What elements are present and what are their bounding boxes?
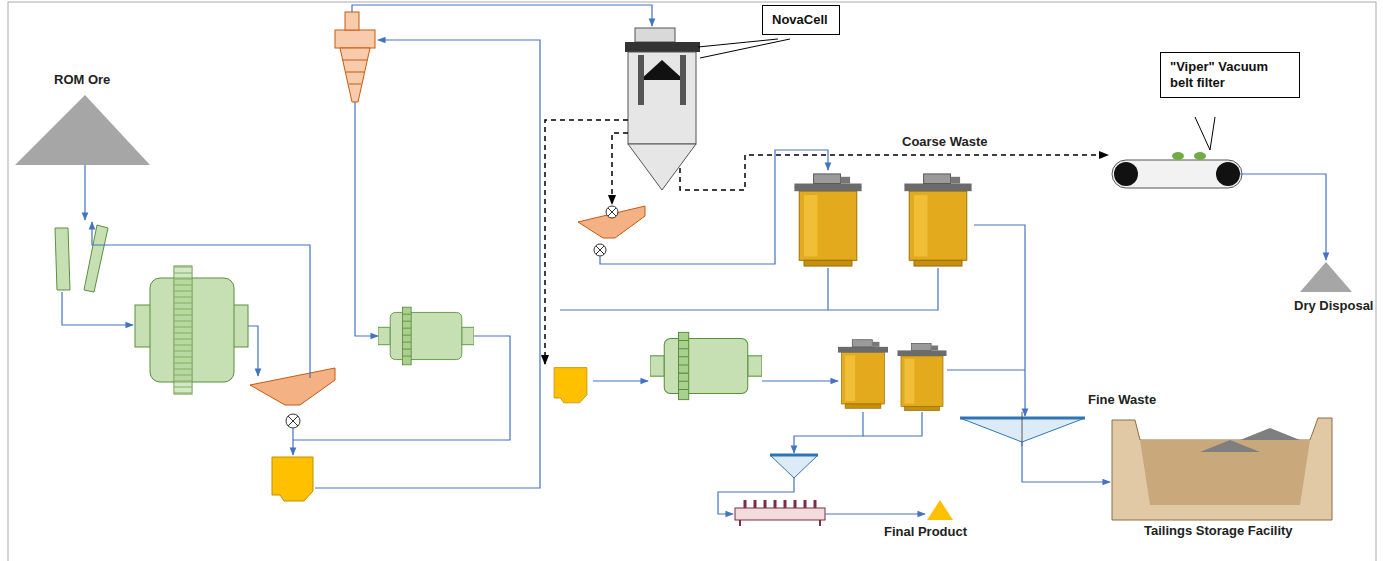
callout-text: NovaCell [772, 12, 830, 28]
flow-label: Dry Disposal [1292, 298, 1375, 313]
flow-label: Tailings Storage Facility [1142, 523, 1295, 538]
flow-label: Final Product [882, 524, 969, 539]
flow-label: ROM Ore [52, 72, 112, 87]
callout-box: "Viper" Vacuum belt filter [1160, 52, 1300, 98]
flow-label: Fine Waste [1086, 392, 1158, 407]
callout-box: NovaCell [762, 5, 840, 35]
callout-text: "Viper" Vacuum belt filter [1170, 59, 1290, 91]
flow-label: Coarse Waste [900, 134, 990, 149]
